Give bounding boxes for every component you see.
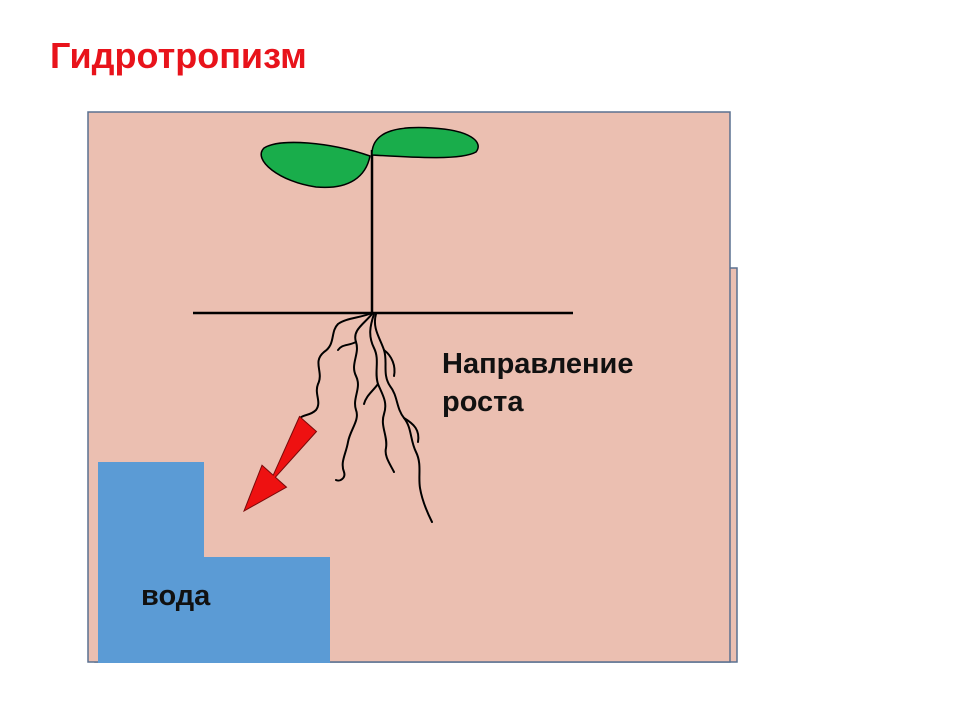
slide-title: Гидротропизм — [50, 35, 307, 76]
water-label: вода — [141, 580, 211, 612]
growth-label-line2: роста — [442, 386, 524, 418]
growth-direction-arrow-icon — [243, 415, 318, 513]
growth-label-line1: Направление — [442, 348, 634, 380]
right-leaf-icon — [371, 126, 479, 159]
left-leaf-icon — [260, 141, 371, 189]
water-block — [98, 462, 330, 663]
roots-icon — [299, 312, 433, 523]
